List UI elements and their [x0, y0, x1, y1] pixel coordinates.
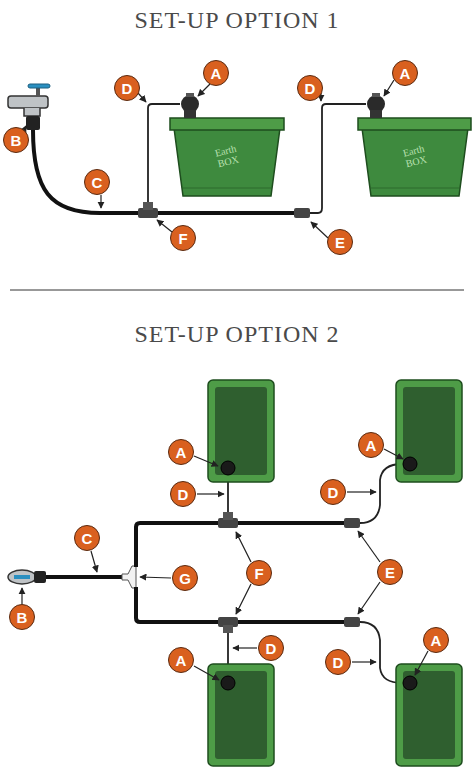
logo-text: Earth BOX: [396, 142, 434, 171]
callout-letter: C: [82, 531, 93, 546]
callout-circle: E: [377, 559, 403, 585]
callout-letter: B: [11, 133, 22, 148]
callout-circle: B: [3, 127, 29, 153]
callout-circle: A: [423, 627, 449, 653]
callout-letter: F: [254, 566, 263, 581]
earthbox-container: [170, 118, 284, 196]
callout-letter: D: [333, 655, 344, 670]
earthbox-container: [358, 118, 471, 196]
callout-letter: A: [400, 66, 411, 81]
divider: [10, 290, 464, 291]
callout-circle: B: [9, 604, 35, 630]
callout-circle: A: [392, 60, 418, 86]
callout-circle: F: [170, 225, 196, 251]
callout-circle: D: [325, 649, 351, 675]
hose: [136, 587, 344, 622]
callout-circle: D: [297, 75, 323, 101]
callout-circle: C: [74, 525, 100, 551]
callout-letter: A: [211, 66, 222, 81]
hose: [136, 523, 344, 567]
callout-circle: C: [84, 169, 110, 195]
callout-letter: C: [92, 175, 103, 190]
callout-letter: A: [431, 633, 442, 648]
callout-letter: G: [179, 571, 191, 586]
section-title: SET-UP OPTION 1: [134, 7, 339, 34]
callout-letter: D: [305, 81, 316, 96]
callout-circle: F: [246, 560, 272, 586]
callout-letter: B: [17, 610, 28, 625]
hose: [46, 575, 122, 579]
tee-fitting: [218, 512, 238, 633]
callout-circle: D: [114, 75, 140, 101]
logo-text: Earth BOX: [208, 142, 246, 171]
section-title: SET-UP OPTION 2: [134, 321, 339, 348]
watering-valve: [221, 457, 417, 690]
callout-circle: A: [203, 60, 229, 86]
callout-circle: A: [358, 432, 384, 458]
callout-letter: A: [176, 445, 187, 460]
callout-letter: D: [178, 487, 189, 502]
callout-letter: E: [385, 565, 395, 580]
callout-letter: D: [122, 81, 133, 96]
hose: [33, 130, 140, 213]
callout-circle: A: [168, 439, 194, 465]
callout-letter: E: [335, 235, 345, 250]
callout-circle: D: [320, 479, 346, 505]
callout-circle: D: [258, 635, 284, 661]
hose: [156, 211, 296, 215]
callout-circle: D: [170, 481, 196, 507]
callout-circle: E: [327, 229, 353, 255]
faucet: [8, 84, 50, 130]
callout-letter: D: [328, 485, 339, 500]
watering-valve: [181, 93, 199, 118]
leader-lines: [22, 80, 428, 680]
y-splitter: [122, 566, 136, 588]
faucet-top: [8, 570, 46, 584]
end-fitting: [344, 518, 360, 627]
watering-valve: [367, 93, 385, 118]
callout-letter: D: [266, 641, 277, 656]
end-fitting: [294, 208, 310, 218]
callout-circle: A: [168, 647, 194, 673]
callout-letter: A: [366, 438, 377, 453]
callout-circle: G: [172, 565, 198, 591]
callout-letter: A: [176, 653, 187, 668]
earthbox-top: [208, 380, 462, 766]
callout-letter: F: [178, 231, 187, 246]
tee-fitting: [138, 202, 158, 218]
